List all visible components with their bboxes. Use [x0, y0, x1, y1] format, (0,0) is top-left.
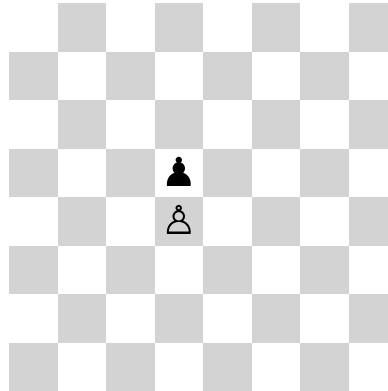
- square-f6[interactable]: [252, 100, 301, 149]
- square-f4[interactable]: [252, 197, 301, 246]
- square-a4[interactable]: [9, 197, 58, 246]
- square-e5[interactable]: [203, 149, 252, 198]
- square-b3[interactable]: [58, 246, 107, 295]
- square-f1[interactable]: [252, 343, 301, 391]
- square-e8[interactable]: [203, 3, 252, 52]
- square-d4[interactable]: ♙: [155, 197, 204, 246]
- square-h2[interactable]: [349, 294, 388, 343]
- square-d7[interactable]: [155, 52, 204, 101]
- square-d6[interactable]: [155, 100, 204, 149]
- square-g3[interactable]: [300, 246, 349, 295]
- square-h5[interactable]: [349, 149, 388, 198]
- square-a3[interactable]: [9, 246, 58, 295]
- square-h1[interactable]: [349, 343, 388, 391]
- square-b8[interactable]: [58, 3, 107, 52]
- square-b6[interactable]: [58, 100, 107, 149]
- square-e7[interactable]: [203, 52, 252, 101]
- square-b4[interactable]: [58, 197, 107, 246]
- square-c6[interactable]: [106, 100, 155, 149]
- square-d1[interactable]: [155, 343, 204, 391]
- square-f7[interactable]: [252, 52, 301, 101]
- square-c1[interactable]: [106, 343, 155, 391]
- square-b7[interactable]: [58, 52, 107, 101]
- square-e2[interactable]: [203, 294, 252, 343]
- square-h7[interactable]: [349, 52, 388, 101]
- square-d3[interactable]: [155, 246, 204, 295]
- square-h8[interactable]: [349, 3, 388, 52]
- square-a5[interactable]: [9, 149, 58, 198]
- square-e3[interactable]: [203, 246, 252, 295]
- square-d5[interactable]: ♟: [155, 149, 204, 198]
- square-b5[interactable]: [58, 149, 107, 198]
- black-pawn-icon[interactable]: ♟: [161, 153, 197, 193]
- square-f8[interactable]: [252, 3, 301, 52]
- square-g1[interactable]: [300, 343, 349, 391]
- square-g8[interactable]: [300, 3, 349, 52]
- square-b2[interactable]: [58, 294, 107, 343]
- square-c3[interactable]: [106, 246, 155, 295]
- square-g4[interactable]: [300, 197, 349, 246]
- square-a2[interactable]: [9, 294, 58, 343]
- square-e1[interactable]: [203, 343, 252, 391]
- square-h3[interactable]: [349, 246, 388, 295]
- square-c8[interactable]: [106, 3, 155, 52]
- square-g6[interactable]: [300, 100, 349, 149]
- square-f5[interactable]: [252, 149, 301, 198]
- square-f3[interactable]: [252, 246, 301, 295]
- square-c5[interactable]: [106, 149, 155, 198]
- square-c2[interactable]: [106, 294, 155, 343]
- square-a1[interactable]: [9, 343, 58, 391]
- square-g7[interactable]: [300, 52, 349, 101]
- square-a8[interactable]: [9, 3, 58, 52]
- square-a6[interactable]: [9, 100, 58, 149]
- square-h4[interactable]: [349, 197, 388, 246]
- square-a7[interactable]: [9, 52, 58, 101]
- square-g5[interactable]: [300, 149, 349, 198]
- square-g2[interactable]: [300, 294, 349, 343]
- square-d8[interactable]: [155, 3, 204, 52]
- square-c7[interactable]: [106, 52, 155, 101]
- square-e6[interactable]: [203, 100, 252, 149]
- square-c4[interactable]: [106, 197, 155, 246]
- square-h6[interactable]: [349, 100, 388, 149]
- white-pawn-icon[interactable]: ♙: [161, 201, 197, 241]
- square-f2[interactable]: [252, 294, 301, 343]
- chessboard[interactable]: ♟♙: [9, 3, 388, 391]
- square-e4[interactable]: [203, 197, 252, 246]
- square-b1[interactable]: [58, 343, 107, 391]
- square-d2[interactable]: [155, 294, 204, 343]
